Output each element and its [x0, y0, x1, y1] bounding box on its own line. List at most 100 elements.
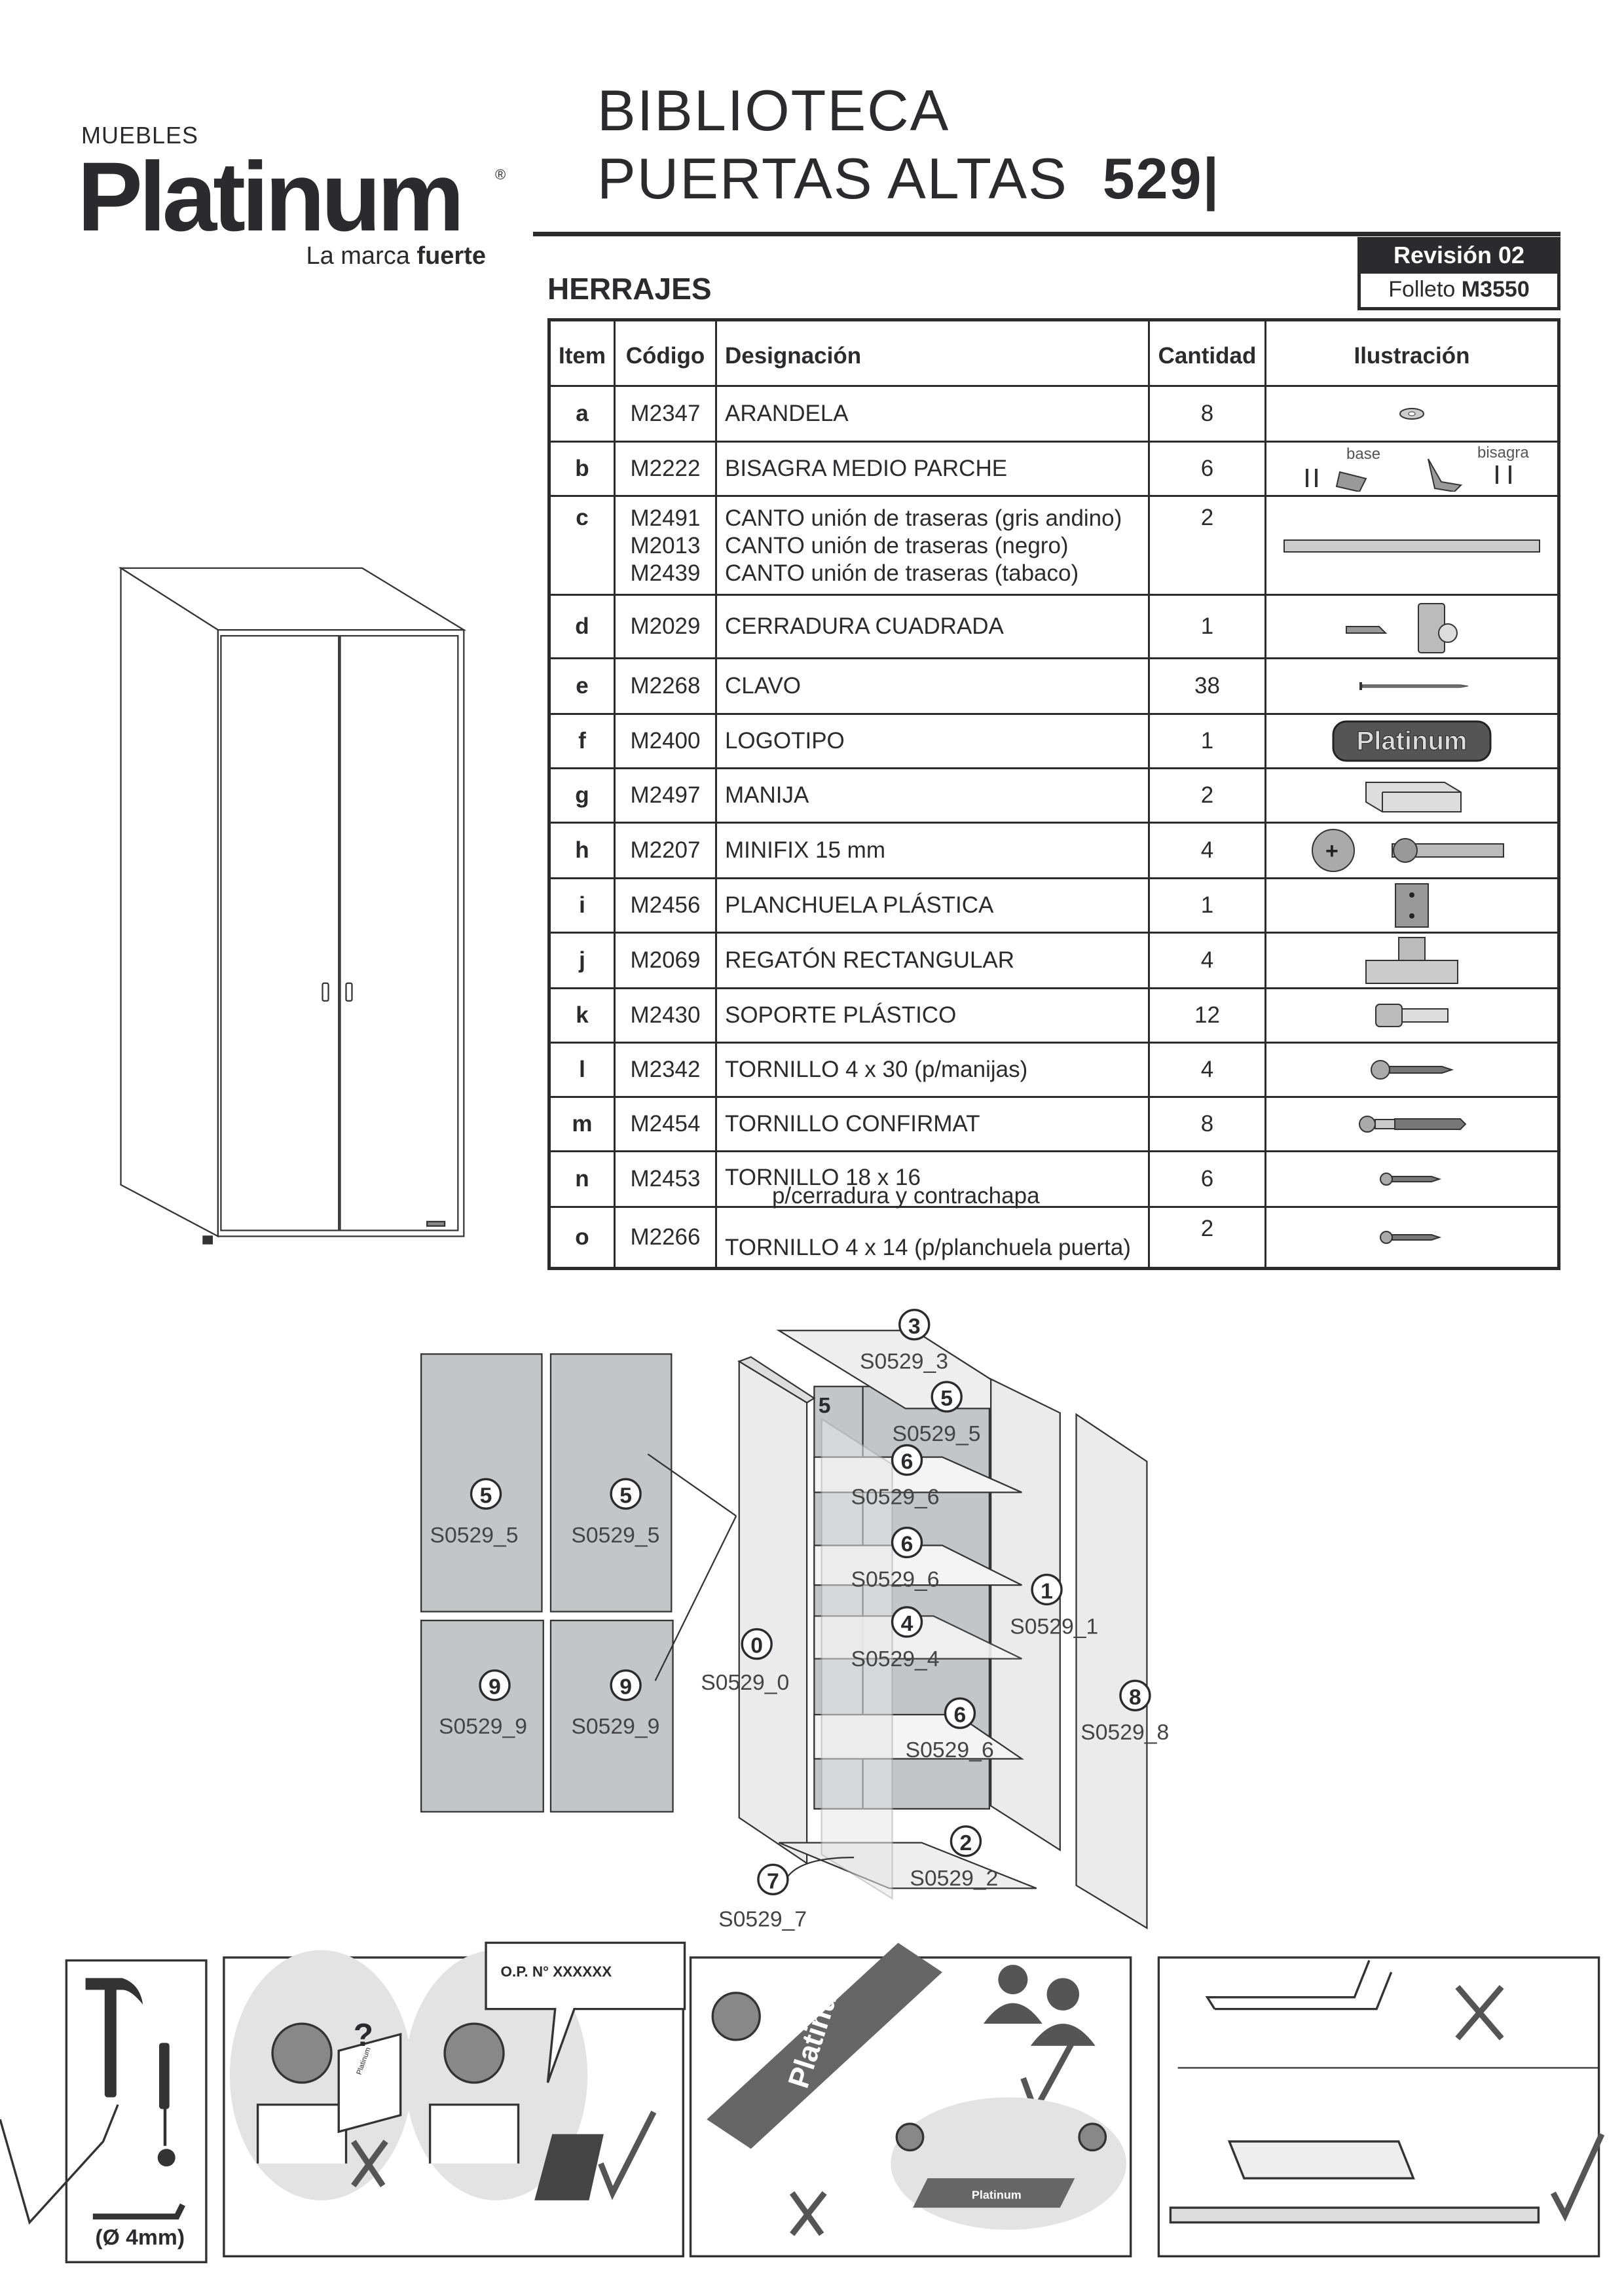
heavy-box: [707, 1942, 942, 2149]
item-designation: TORNILLO 4 x 30 (p/manijas): [724, 1057, 1028, 1082]
part-number: 3: [908, 1314, 921, 1339]
panel-back-5b: [549, 1353, 673, 1613]
item-quantity: 4: [1147, 1042, 1266, 1098]
item-designations: BISAGRA MEDIO PARCHE: [714, 441, 1150, 497]
item-codes: M2342: [613, 1042, 717, 1098]
part-number-circle: [891, 1526, 923, 1559]
part-number-circle: [944, 1697, 976, 1729]
part-code: S0529_5: [892, 1421, 980, 1446]
part-code: S0529_9: [439, 1714, 527, 1739]
registered-mark: ®: [495, 166, 506, 183]
part-number: 8: [1129, 1685, 1141, 1709]
part-code: S0529_3: [860, 1349, 948, 1374]
item-code: M2456: [630, 892, 701, 918]
part-number: 6: [901, 1531, 913, 1556]
part-number: 9: [619, 1675, 632, 1700]
table-row-j: j M2069 REGATÓN RECTANGULAR 4: [548, 932, 1560, 989]
item-quantity: 2: [1147, 767, 1266, 824]
table-header: Item Código Designación Cantidad Ilustra…: [548, 319, 1560, 387]
table-row-k: k M2430 SOPORTE PLÁSTICO 12: [548, 987, 1560, 1044]
item-code: M2430: [630, 1002, 701, 1028]
plate-icon: [1264, 877, 1560, 934]
svg-text:+: +: [1325, 839, 1338, 864]
floor-protection-panel: [1157, 1956, 1600, 2257]
item-designation-note: p/cerradura y contrachapa: [771, 1183, 1040, 1209]
part-code: S0529_0: [701, 1670, 789, 1695]
item-designation: TORNILLO CONFIRMAT: [724, 1111, 980, 1137]
part-number-circle: [479, 1669, 511, 1702]
item-codes: M2497: [613, 767, 717, 824]
item-letter: n: [548, 1150, 616, 1208]
part-number-circle: [610, 1669, 642, 1702]
title-line-1: BIBLIOTECA: [597, 78, 950, 143]
col-item: Item: [548, 319, 616, 387]
item-letter: a: [548, 385, 616, 443]
item-code: M2222: [630, 456, 701, 481]
folleto-code: M3550: [1461, 277, 1530, 302]
item-quantity: 2: [1147, 495, 1266, 596]
part-number: 6: [954, 1702, 967, 1727]
part-number: 0: [750, 1633, 763, 1658]
item-code: M2029: [630, 613, 701, 639]
item-designation: CANTO unión de traseras (negro): [724, 533, 1069, 558]
tagline-bold: fuerte: [416, 242, 486, 270]
hinge-base-label: base: [1346, 446, 1380, 463]
item-quantity: 12: [1147, 987, 1266, 1044]
col-illustration: Ilustración: [1264, 319, 1560, 387]
item-letter: c: [548, 495, 616, 596]
item-code: M2266: [630, 1224, 701, 1250]
item-designations: LOGOTIPO: [714, 713, 1150, 769]
item-designation: LOGOTIPO: [724, 728, 845, 754]
col-code: Código: [613, 319, 717, 387]
item-code: M2491: [630, 505, 701, 531]
allen-key-icon: [92, 2203, 185, 2220]
screw-icon: [1264, 1042, 1560, 1098]
title-name: PUERTAS ALTAS: [597, 146, 1068, 211]
part-number: 5: [940, 1386, 953, 1411]
cabinet-front-drawing: [118, 566, 467, 1245]
item-codes: M2268: [613, 657, 717, 715]
hammer-icon: [85, 1978, 143, 2098]
header-divider: [533, 232, 1560, 236]
item-quantity: 8: [1147, 1096, 1266, 1152]
table-row-i: i M2456 PLANCHUELA PLÁSTICA 1: [548, 877, 1560, 934]
item-codes: M2207: [613, 822, 717, 879]
op-number-label: O.P. N° XXXXXX: [501, 1963, 612, 1980]
item-designations: REGATÓN RECTANGULAR: [714, 932, 1150, 989]
part-code: S0529_4: [851, 1647, 940, 1671]
title-bar: |: [1202, 146, 1221, 211]
item-letter: b: [548, 441, 616, 497]
hardware-table: Item Código Designación Cantidad Ilustra…: [547, 318, 1560, 1270]
part-number-circle: [1119, 1679, 1151, 1711]
item-designations: SOPORTE PLÁSTICO: [714, 987, 1150, 1044]
minifix-icon: +: [1264, 822, 1560, 879]
item-code: M2400: [630, 728, 701, 754]
part-code: S0529_7: [718, 1907, 807, 1932]
item-designation: MINIFIX 15 mm: [724, 837, 885, 863]
item-quantity: 38: [1147, 657, 1266, 715]
item-designations: TORNILLO CONFIRMAT: [714, 1096, 1150, 1152]
part-number: 5: [480, 1483, 492, 1508]
item-designation: BISAGRA MEDIO PARCHE: [724, 456, 1008, 481]
part-code: S0529_2: [910, 1866, 998, 1891]
item-letter: k: [548, 987, 616, 1044]
item-letter: h: [548, 822, 616, 879]
brand-tagline: La marca fuerte: [288, 242, 486, 270]
part-number: 9: [489, 1675, 501, 1700]
part-code: S0529_1: [1010, 1614, 1098, 1639]
revision-badge: Revisión 02: [1357, 237, 1560, 274]
panel-back-9a: [420, 1620, 544, 1813]
tool-size-label: (Ø 4mm): [95, 2225, 185, 2250]
item-code: M2454: [630, 1111, 701, 1137]
part-number: 5: [619, 1483, 632, 1508]
item-designation: CERRADURA CUADRADA: [724, 613, 1004, 639]
item-designations: TORNILLO 4 x 14 (p/planchuela puerta): [714, 1206, 1150, 1269]
item-code: M2497: [630, 782, 701, 808]
part-number: 1: [1041, 1578, 1053, 1603]
part-number-circle: [757, 1863, 789, 1895]
part-code: S0529_6: [851, 1567, 940, 1592]
